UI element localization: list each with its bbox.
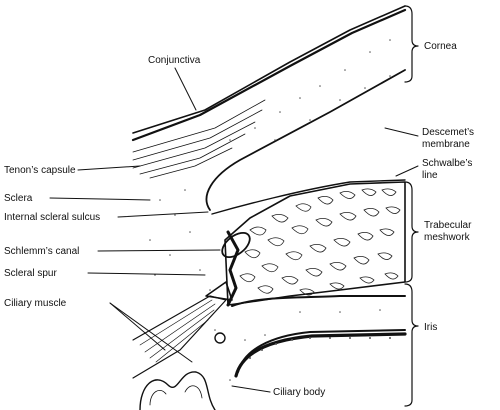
leader-sclera [49,197,151,201]
leader-conjunctiva [174,67,197,111]
label-sclera: Sclera [4,193,33,204]
ciliary-muscle-fibres [139,299,216,363]
label-cornea: Cornea [424,41,457,52]
label-schwalbes-line-line2: line [422,170,438,181]
trabecular-meshwork-cells [239,188,401,296]
leader-descemets-membrane [384,127,419,137]
schlemms-canal-shape [221,231,251,259]
tenons-capsule-fibres [132,99,266,179]
label-schlemms-canal: Schlemm’s canal [4,246,79,257]
leader-internal-scleral-sulcus [117,211,209,218]
label-scleral-spur: Scleral spur [4,268,57,279]
labels: Conjunctiva Cornea Tenon’s capsule Scler… [4,41,474,398]
label-ciliary-body: Ciliary body [273,387,325,398]
descemets-membrane-line [205,69,406,211]
meshwork-inner-border [226,230,240,307]
label-schwalbes-line-line1: Schwalbe’s [422,158,472,169]
leader-ciliary-muscle-b [109,302,193,363]
label-tenons-capsule: Tenon’s capsule [4,165,76,176]
iris-pigment-dots [249,309,391,359]
label-internal-scleral-sulcus: Internal scleral sulcus [4,212,100,223]
iris-bracket [404,283,419,407]
label-conjunctiva: Conjunctiva [148,55,201,66]
conjunctiva-surface [131,8,407,142]
label-iris: Iris [424,322,437,333]
ciliary-processes [139,371,216,410]
leader-schwalbes-line [395,165,419,177]
leader-ciliary-muscle-a [109,302,166,351]
leader-tenons-capsule [77,165,141,171]
label-descemets-membrane-line1: Descemet’s [422,127,474,138]
cornea-bracket [404,5,419,83]
leader-schlemms-canal [97,249,221,252]
trabecular-meshwork-outline [224,181,406,306]
leader-ciliary-body [231,385,271,393]
sclera-stipple [149,39,391,381]
label-trabecular-meshwork-line1: Trabecular [424,220,472,231]
ciliary-processes-inner [149,385,203,406]
anatomy-drawing [131,5,419,410]
ciliary-muscle-wedge [132,295,227,379]
schwalbes-line-edge [211,179,406,215]
iris-pigment-edge [234,332,407,378]
label-trabecular-meshwork-line2: meshwork [424,232,471,243]
label-ciliary-muscle: Ciliary muscle [4,298,67,309]
label-descemets-membrane-line2: membrane [422,139,470,150]
sclera-outer-wall [132,5,406,134]
iris-upper-surface [231,295,406,307]
ciliary-vessel [214,332,226,344]
leader-lines [49,67,419,393]
leader-scleral-spur [87,272,206,276]
trabecular-bracket [404,181,419,283]
